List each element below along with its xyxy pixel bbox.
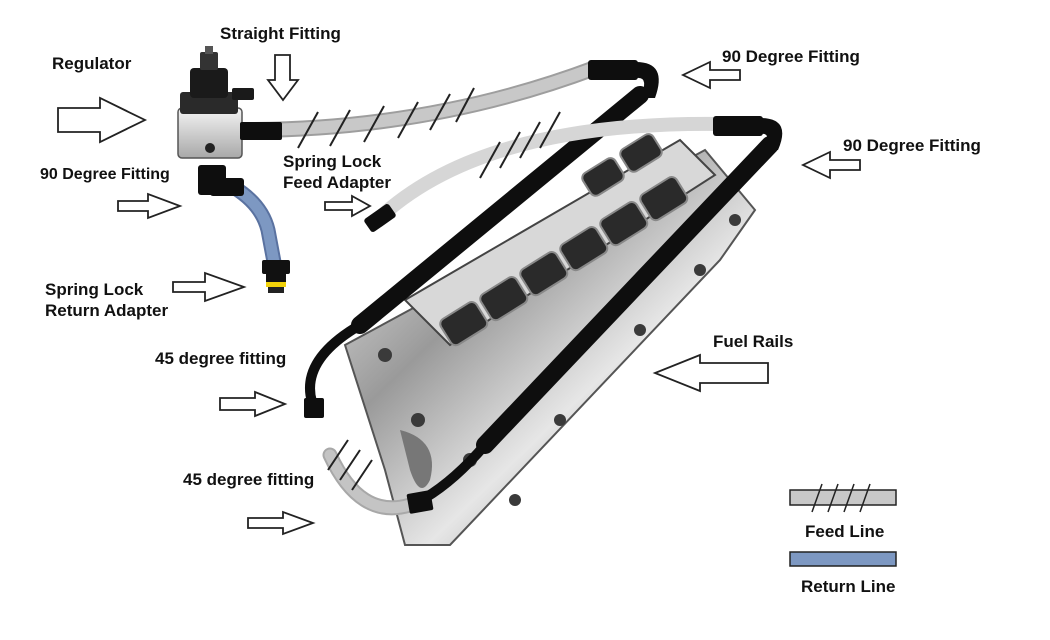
arrow-90-top: [680, 60, 741, 90]
arrow-return-adapter: [172, 271, 247, 303]
label-fuel-rails: Fuel Rails: [713, 332, 794, 351]
label-90-degree-fitting-left: 90 Degree Fitting: [40, 166, 170, 183]
label-45-degree-fitting-lower: 45 degree fitting: [183, 470, 315, 489]
arrow-straight-fitting: [266, 54, 300, 102]
spring-lock-return-adapter: [262, 260, 290, 293]
label-regulator: Regulator: [52, 54, 132, 73]
arrow-90-left: [117, 192, 183, 220]
legend-return-line-label: Return Line: [801, 577, 896, 596]
label-straight-fitting: Straight Fitting: [220, 24, 341, 43]
arrow-fuel-rails: [652, 353, 769, 393]
feed-line-hatches: [297, 87, 561, 491]
label-90-degree-fitting-right: 90 Degree Fitting: [843, 136, 981, 155]
intake-manifold: [343, 133, 757, 546]
feed-lines: [237, 60, 732, 516]
arrow-90-right: [800, 150, 861, 180]
label-90-degree-fitting-top: 90 Degree Fitting: [722, 47, 860, 66]
label-spring-lock-return-line2: Return Adapter: [45, 301, 169, 320]
label-45-degree-fitting-upper: 45 degree fitting: [155, 349, 287, 368]
label-spring-lock-feed-line1: Spring Lock: [283, 152, 382, 171]
arrow-regulator: [57, 96, 148, 144]
callout-arrows: [57, 54, 861, 536]
return-line: [227, 180, 282, 270]
legend: [789, 483, 897, 567]
regulator: [177, 46, 282, 159]
arrow-45-upper: [219, 390, 288, 418]
legend-feed-swatch: [789, 489, 897, 506]
arrow-feed-adapter: [324, 194, 372, 218]
legend-return-swatch: [789, 551, 897, 567]
arrow-45-lower: [247, 510, 316, 536]
label-spring-lock-return-line1: Spring Lock: [45, 280, 144, 299]
legend-feed-line-label: Feed Line: [805, 522, 885, 541]
fitting-hoses: [305, 320, 490, 503]
label-spring-lock-feed-line2: Feed Adapter: [283, 173, 392, 192]
